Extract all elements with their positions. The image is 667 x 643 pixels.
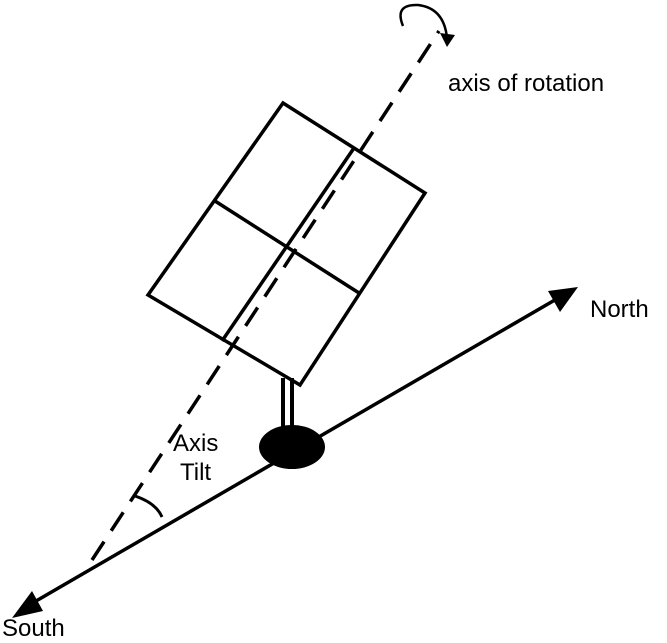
axis-of-rotation-line: [90, 30, 441, 561]
south-arrowhead: [12, 591, 43, 618]
south-label: South: [2, 615, 65, 642]
rotation-arrowhead: [440, 33, 455, 47]
axis-of-rotation-label: axis of rotation: [448, 70, 605, 97]
axis-tilt-label-axis: Axis: [173, 430, 219, 457]
north-label: North: [590, 296, 649, 323]
mount-base: [259, 425, 325, 469]
solar-panel-frame: [145, 100, 428, 388]
axis-tilt-label-tilt: Tilt: [180, 459, 212, 486]
solar-panel-divider-vertical: [220, 147, 356, 342]
tilt-angle-arc: [134, 494, 164, 518]
rotation-indicator-icon: [399, 3, 449, 39]
north-arrowhead: [548, 287, 578, 312]
